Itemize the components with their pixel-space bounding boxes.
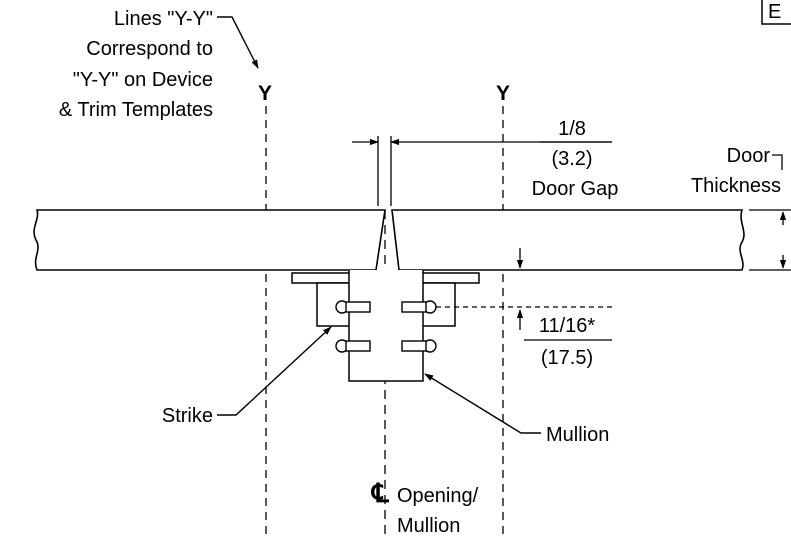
door-leaf-right (391, 209, 745, 271)
offset-metric: (17.5) (541, 347, 593, 369)
svg-text:Opening/: Opening/ (397, 485, 479, 507)
svg-text:Mullion: Mullion (397, 515, 460, 537)
y-label-right: Y (496, 82, 510, 105)
mullion-assembly (291, 270, 480, 382)
strike-fasteners-left (335, 300, 371, 353)
strike-fasteners-right (401, 300, 437, 353)
mullion-body (348, 270, 424, 382)
strike-callout: Strike (162, 326, 332, 427)
centerline-symbol: ℄ (371, 478, 390, 508)
door-leaf-left (33, 209, 386, 271)
svg-text:Door: Door (727, 145, 771, 167)
svg-text:Lines "Y-Y": Lines "Y-Y" (114, 8, 213, 30)
offset-fraction: 11/16* (539, 315, 596, 337)
svg-text:Mullion: Mullion (546, 424, 609, 446)
svg-text:Thickness: Thickness (691, 175, 781, 197)
svg-text:Strike: Strike (162, 405, 213, 427)
strike-offset-dimension: 11/16* (17.5) (436, 248, 612, 369)
centerline-label: ℄ Opening/ Mullion (371, 478, 479, 537)
corner-box-letter: E (768, 1, 781, 23)
gap-metric: (3.2) (551, 148, 592, 170)
gap-fraction: 1/8 (558, 118, 586, 140)
svg-text:& Trim Templates: & Trim Templates (59, 99, 213, 121)
mullion-callout: Mullion (424, 373, 609, 446)
corner-title-box: E (761, 0, 791, 25)
door-gap-dimension: 1/8 (3.2) Door Gap (352, 118, 618, 206)
door-thickness-dimension: Door Thickness (691, 145, 791, 271)
svg-text:"Y-Y" on Device: "Y-Y" on Device (73, 69, 213, 91)
y-label-left: Y (258, 82, 272, 105)
gap-caption: Door Gap (532, 178, 619, 200)
svg-text:Correspond to: Correspond to (86, 38, 213, 60)
lines-yy-note: Lines "Y-Y" Correspond to "Y-Y" on Devic… (59, 8, 259, 121)
